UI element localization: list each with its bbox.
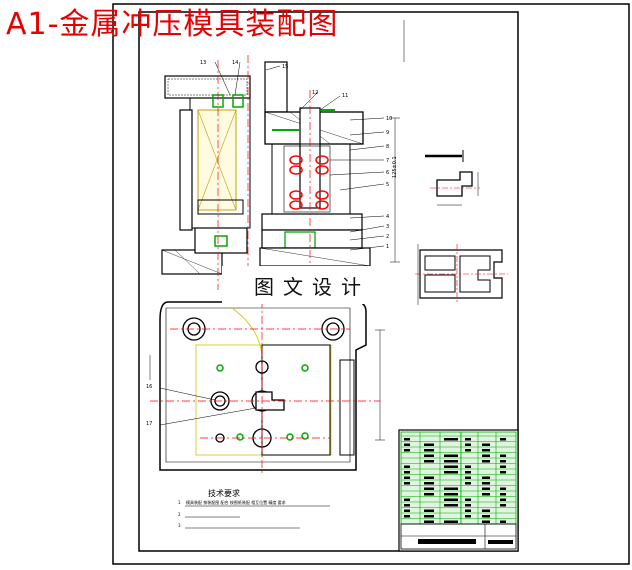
part-callout: 7 <box>386 158 390 164</box>
part-detail <box>425 150 480 206</box>
requirement-item-1: 1 <box>178 500 181 505</box>
part-callout: 12 <box>312 90 319 96</box>
part-callout: 1 <box>386 244 390 250</box>
watermark-text: 图文设计 <box>254 274 370 299</box>
part-callout: 9 <box>386 130 390 136</box>
part-callout: 2 <box>386 234 390 240</box>
title-block <box>398 429 519 552</box>
part-callout: 14 <box>232 60 239 66</box>
part-callout: 11 <box>342 93 349 99</box>
part-callout: 15 <box>282 64 289 70</box>
part-callout: 13 <box>200 60 207 66</box>
requirement-item-2: 2 <box>178 512 181 517</box>
plan-view <box>149 300 385 475</box>
outer-frame <box>112 3 630 565</box>
inner-frame <box>138 11 519 552</box>
watermark-box: 图文设计 <box>222 266 402 304</box>
requirement-lines <box>185 505 330 529</box>
technical-requirements-heading: 技术要求 <box>208 489 240 498</box>
part-callout: 8 <box>386 144 390 150</box>
part-callout: 5 <box>386 182 390 188</box>
punch-profile <box>415 244 508 305</box>
part-callout: 4 <box>386 214 390 220</box>
dimension-label: 125±0.1 <box>392 156 398 178</box>
part-callout: 16 <box>146 384 153 390</box>
part-callout: 17 <box>146 421 153 427</box>
part-callout: 6 <box>386 170 390 176</box>
part-callout: 3 <box>386 224 390 230</box>
section-view <box>161 20 405 290</box>
drawing-title: A1-金属冲压模具装配图 <box>6 7 339 42</box>
requirement-item-1-text: 模具装配 按装配图 配合 按图纸装配 相互位置 精度 要求 <box>186 500 286 505</box>
part-callout: 10 <box>386 116 393 122</box>
requirement-item-3: 3 <box>178 523 181 528</box>
